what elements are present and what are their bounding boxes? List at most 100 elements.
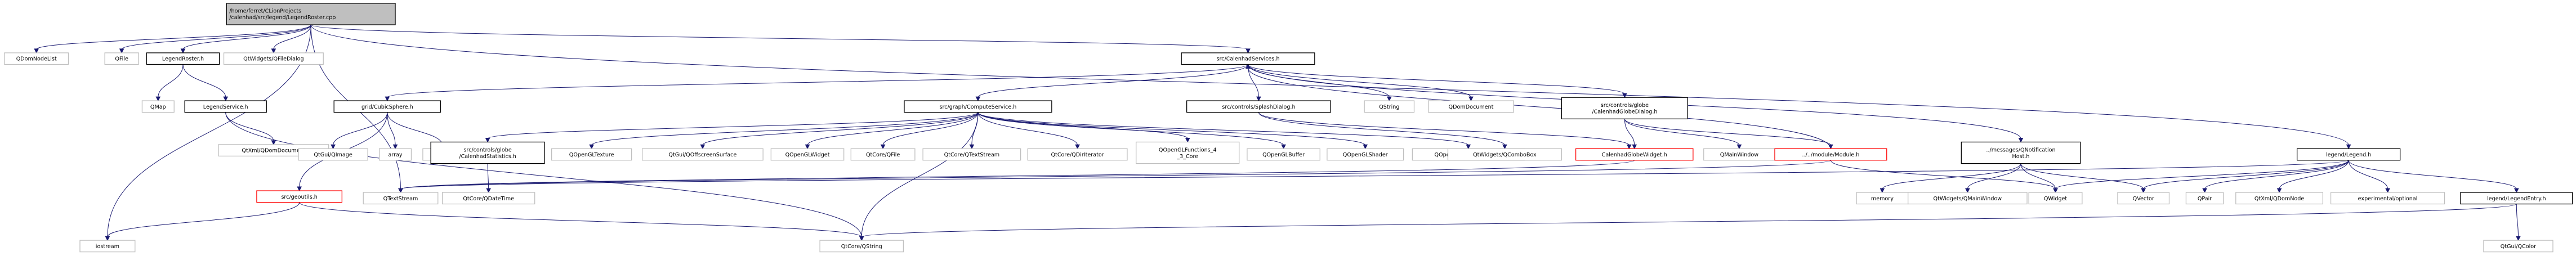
edge-line: [1248, 64, 1471, 98]
node-label: QString: [1379, 104, 1399, 110]
edge-arrowhead: [969, 144, 975, 150]
node-box: [104, 52, 139, 65]
node-box: [922, 148, 1021, 161]
edge-legendentry-to-qcolor: [2516, 204, 2521, 241]
node-label: QtWidgets/QFileDialog: [243, 56, 304, 62]
node-qoffscreensurface: QtGui/QOffscreenSurface: [641, 148, 764, 161]
node-module[interactable]: ../../module/Module.h: [1774, 148, 1887, 161]
node-box: [223, 52, 324, 65]
edge-arrowhead: [392, 144, 398, 150]
edge-line: [1248, 64, 1390, 98]
edge-legendservice-to-qcoreqstring: [225, 112, 864, 241]
node-computeservice[interactable]: src/graph/ComputeService.h: [904, 100, 1052, 113]
node-label: experimental/optional: [2358, 196, 2418, 202]
node-box: [904, 100, 1052, 113]
node-box: [1027, 148, 1128, 161]
edge-line: [310, 25, 2349, 146]
node-label: QWidget: [2044, 196, 2068, 202]
edge-line: [225, 112, 274, 141]
node-cubicsphere[interactable]: grid/CubicSphere.h: [333, 100, 441, 113]
edge-globestatistics-to-qdatetime: [486, 163, 491, 194]
node-label: QVector: [2133, 196, 2154, 202]
node-label: array: [388, 152, 402, 158]
edge-line: [1624, 119, 1635, 146]
node-label: QTextStream: [383, 196, 418, 202]
edge-computeservice-to-qopengltexture: [589, 112, 979, 150]
node-qopenglbuffer: QOpenGLBuffer: [1247, 148, 1320, 161]
node-legend_legend[interactable]: legend/Legend.h: [2296, 148, 2401, 161]
edge-arrowhead: [1622, 93, 1627, 98]
node-qstring: QString: [1364, 100, 1415, 113]
node-box: [1136, 141, 1240, 164]
edge-line: [2055, 160, 2349, 190]
edge-arrowhead: [1387, 96, 1392, 102]
node-splashdialog[interactable]: src/controls/SplashDialog.h: [1186, 100, 1331, 113]
edge-arrowhead: [485, 137, 490, 143]
edge-module-to-qtextstream: [398, 160, 1831, 194]
edge-arrowhead: [975, 96, 981, 102]
edge-line: [400, 160, 2349, 190]
node-qfiledialog: QtWidgets/QFileDialog: [223, 52, 324, 65]
edge-geoutils-to-qcoreqstring: [299, 202, 864, 241]
node-qfile: QFile: [104, 52, 139, 65]
edge-line: [1258, 112, 1629, 146]
node-box: [430, 141, 545, 164]
node-label: memory: [1871, 196, 1894, 202]
node-qdomnode: QtXml/QDomNode: [2235, 192, 2324, 205]
edge-computeservice-to-qopenglbuffer: [977, 112, 1286, 150]
edge-arrowhead: [1468, 96, 1474, 102]
node-legendroster_h[interactable]: LegendRoster.h: [146, 52, 220, 65]
node-label: /home/ferret/CLionProjects: [229, 8, 301, 15]
edge-line: [977, 112, 1469, 146]
node-calenhadservices[interactable]: src/CalenhadServices.h: [1181, 52, 1315, 65]
node-box: [363, 192, 439, 205]
node-legendservice[interactable]: LegendService.h: [184, 100, 267, 113]
node-box: [819, 240, 904, 253]
edge-arrowhead: [271, 48, 276, 54]
edge-line: [158, 64, 184, 98]
node-geoutils[interactable]: src/geoutils.h: [256, 190, 343, 203]
edge-line: [36, 24, 311, 50]
node-label: QtCore/QDirIterator: [1051, 152, 1104, 158]
edge-line: [299, 202, 862, 237]
edge-splashdialog-to-qdialog: [1258, 112, 1632, 150]
node-box: [226, 3, 396, 25]
node-root[interactable]: /home/ferret/CLionProjects/calenhad/src/…: [226, 3, 396, 25]
node-label: QtGui/QImage: [314, 152, 352, 158]
node-label: src/controls/globe: [1601, 102, 1649, 109]
edge-root-to-calenhadservices: [310, 24, 1251, 54]
edge-calenhadservices-to-calenhadglobedialog: [1248, 64, 1627, 98]
node-label: ../messages/QNotification: [1986, 147, 2055, 153]
edge-line: [807, 112, 979, 146]
edge-line: [591, 112, 979, 146]
node-label: QOpenGLTexture: [569, 152, 614, 158]
edge-line: [2020, 163, 2056, 190]
edge-line: [107, 202, 300, 237]
node-globestatistics[interactable]: src/controls/globe/CalenhadStatistics.h: [430, 141, 545, 164]
node-label: QOpenGLWidget: [785, 152, 830, 158]
node-label: /CalenhadGlobeDialog.h: [1592, 109, 1657, 115]
node-label: src/controls/SplashDialog.h: [1222, 104, 1295, 110]
node-globewidget[interactable]: CalenhadGlobeWidget.h: [1575, 148, 1694, 161]
node-array: array: [378, 148, 412, 161]
node-calenhadglobedialog[interactable]: src/controls/globe/CalenhadGlobeDialog.h: [1561, 97, 1689, 120]
edge-line: [1624, 119, 1831, 146]
node-label: QOpenGLFunctions_4: [1159, 147, 1217, 153]
node-label: QOpenGLShader: [1343, 152, 1388, 158]
node-box: [1561, 97, 1689, 120]
edge-calenhadservices-to-cubicsphere: [385, 64, 1249, 102]
edge-arrowhead: [331, 144, 336, 150]
node-legendentry[interactable]: legend/LegendEntry.h: [2460, 192, 2573, 205]
edge-arrowhead: [589, 144, 594, 150]
edge-arrowhead: [1466, 144, 1471, 150]
edge-line: [977, 112, 1366, 146]
edge-line: [2279, 160, 2349, 190]
edge-notificationhost-to-qwidget: [2020, 163, 2058, 194]
edge-line: [487, 163, 489, 189]
edge-legend_legend-to-legendentry: [2348, 160, 2519, 194]
edge-arrowhead: [105, 236, 110, 241]
edge-arrowhead: [1879, 188, 1885, 194]
edge-legend_legend-to-qdomnode: [2276, 160, 2349, 194]
node-label: grid/CubicSphere.h: [361, 104, 413, 110]
